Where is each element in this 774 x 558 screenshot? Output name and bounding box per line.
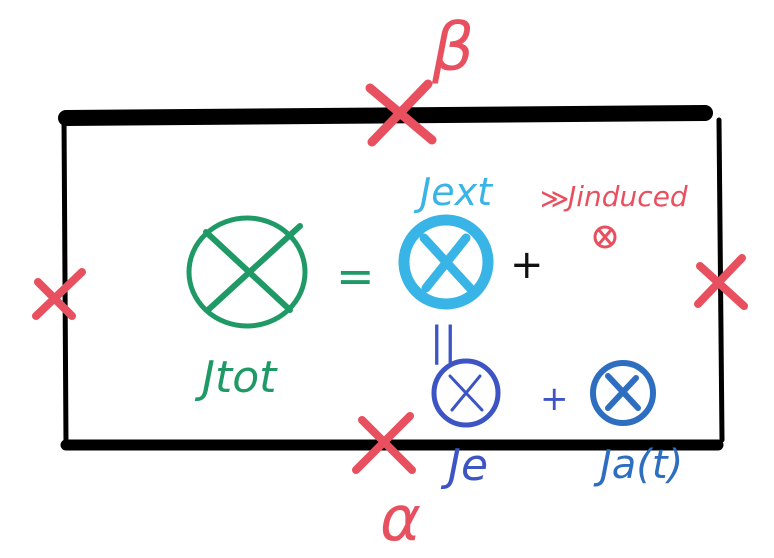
- cross-marker-icon-left: [32, 268, 86, 320]
- alpha-label: α: [380, 482, 421, 555]
- circle-cross-icon-induced: [593, 225, 617, 249]
- external-current-label: Jext: [413, 170, 494, 214]
- circle-cross-icon-total: [186, 215, 308, 329]
- circle-cross-icon-electron: [431, 358, 501, 428]
- much-greater-sign: ≫: [540, 182, 569, 215]
- boundary-markers: [32, 79, 748, 474]
- induced-current-label: Jinduced: [563, 180, 688, 213]
- plus-sign-bottom: +: [540, 379, 569, 419]
- cross-marker-icon-bottom: [352, 412, 416, 474]
- total-current-label: Jtot: [194, 352, 278, 403]
- electron-current-label: Je: [440, 440, 488, 491]
- equals-sign: =: [336, 249, 375, 303]
- circle-cross-icon-external: [398, 214, 494, 310]
- alpha-current-label: Ja(t): [593, 442, 683, 488]
- plus-sign-top: +: [510, 242, 544, 288]
- parallel-equals-sign: ||: [430, 319, 457, 365]
- circle-cross-icon-alpha: [590, 360, 656, 426]
- cross-marker-icon-right: [694, 254, 748, 310]
- cross-marker-icon-top: [365, 79, 437, 147]
- beta-label: β: [431, 9, 474, 86]
